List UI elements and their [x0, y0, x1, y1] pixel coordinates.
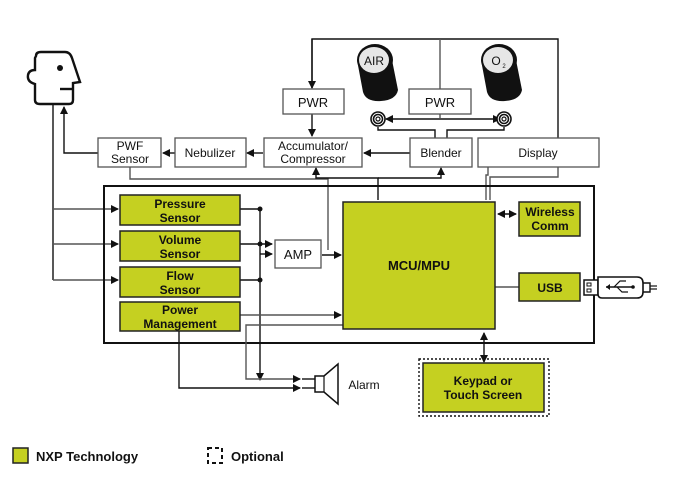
svg-text:Management: Management — [143, 317, 216, 331]
svg-text:Accumulator/: Accumulator/ — [278, 139, 349, 153]
wire-mcu-to-accumulator — [312, 167, 379, 200]
pwr-left-block: PWR — [282, 88, 345, 115]
optional-dashed-border — [418, 358, 550, 417]
wire-mcu-to-blender — [378, 167, 445, 179]
svg-text:USB: USB — [537, 281, 563, 295]
svg-text:AMP: AMP — [284, 247, 312, 262]
speaker-icon — [302, 362, 339, 406]
svg-text:Comm: Comm — [531, 219, 568, 233]
svg-text:PWF: PWF — [117, 139, 144, 153]
internal-wiring — [178, 206, 520, 392]
legend: NXP Technology Optional — [12, 447, 284, 464]
o2-tank-label: O — [491, 54, 500, 68]
wire-display-to-mcu-2 — [489, 167, 559, 200]
usb-plug-icon — [583, 276, 657, 299]
svg-text:Volume: Volume — [159, 233, 202, 247]
flow-sensor-block: Flow Sensor — [119, 266, 241, 298]
svg-text:MCU/MPU: MCU/MPU — [388, 258, 450, 273]
main-board-enclosure — [103, 185, 595, 344]
volume-sensor-block: Volume Sensor — [119, 230, 241, 262]
svg-text:Sensor: Sensor — [111, 152, 149, 166]
pwr-left-label: PWR — [298, 95, 328, 110]
patient-head-icon — [26, 50, 82, 106]
alarm-label: Alarm — [348, 378, 379, 392]
power-management-block: Power Management — [119, 301, 241, 332]
legend-nxp-label: NXP Technology — [36, 449, 139, 464]
svg-text:Nebulizer: Nebulizer — [185, 146, 236, 160]
wire-pwf-to-patient — [60, 106, 98, 154]
svg-text:Sensor: Sensor — [160, 283, 201, 297]
amp-block: AMP — [274, 239, 322, 269]
nebulizer-block: Nebulizer — [174, 137, 247, 168]
svg-text:Power: Power — [162, 303, 198, 317]
svg-text:Wireless: Wireless — [525, 205, 575, 219]
legend-optional-swatch — [207, 447, 223, 464]
svg-text:Blender: Blender — [420, 146, 461, 160]
top-wiring — [52, 38, 559, 284]
legend-nxp-swatch — [12, 447, 29, 464]
svg-text:Flow: Flow — [166, 269, 194, 283]
wire-pwf-to-mcu — [129, 167, 329, 250]
display-block: Display — [477, 137, 600, 168]
air-valve-icon — [370, 111, 386, 127]
o2-valve-icon — [496, 111, 512, 127]
svg-text:Display: Display — [518, 146, 557, 160]
svg-text:Pressure: Pressure — [154, 197, 206, 211]
svg-text:Sensor: Sensor — [160, 211, 201, 225]
pressure-sensor-block: Pressure Sensor — [119, 194, 241, 226]
svg-text:Sensor: Sensor — [160, 247, 201, 261]
pwr-mid-label: PWR — [425, 95, 455, 110]
svg-text:Keypad or: Keypad or — [454, 374, 513, 388]
mcu-mpu-block: MCU/MPU — [342, 201, 496, 330]
wireless-comm-block: Wireless Comm — [518, 201, 581, 237]
wire-o2-to-blender — [446, 127, 505, 138]
o2-tank-icon: O 2 — [481, 44, 522, 102]
svg-text:Touch Screen: Touch Screen — [444, 388, 522, 402]
pwf-sensor-block: PWF Sensor — [97, 137, 162, 168]
blender-block: Blender — [409, 137, 473, 168]
air-tank-icon: AIR — [357, 44, 398, 102]
accumulator-compressor-block: Accumulator/ Compressor — [263, 137, 363, 168]
usb-block: USB — [518, 272, 581, 302]
svg-text:Compressor: Compressor — [280, 152, 345, 166]
svg-text:2: 2 — [502, 64, 506, 70]
pwr-mid-block: PWR — [408, 88, 472, 115]
wire-display-to-mcu — [485, 167, 489, 200]
legend-optional-label: Optional — [231, 449, 284, 464]
wire-air-to-blender — [377, 127, 436, 138]
keypad-touch-screen-block: Keypad or Touch Screen — [418, 358, 550, 417]
air-tank-label: AIR — [364, 54, 384, 68]
